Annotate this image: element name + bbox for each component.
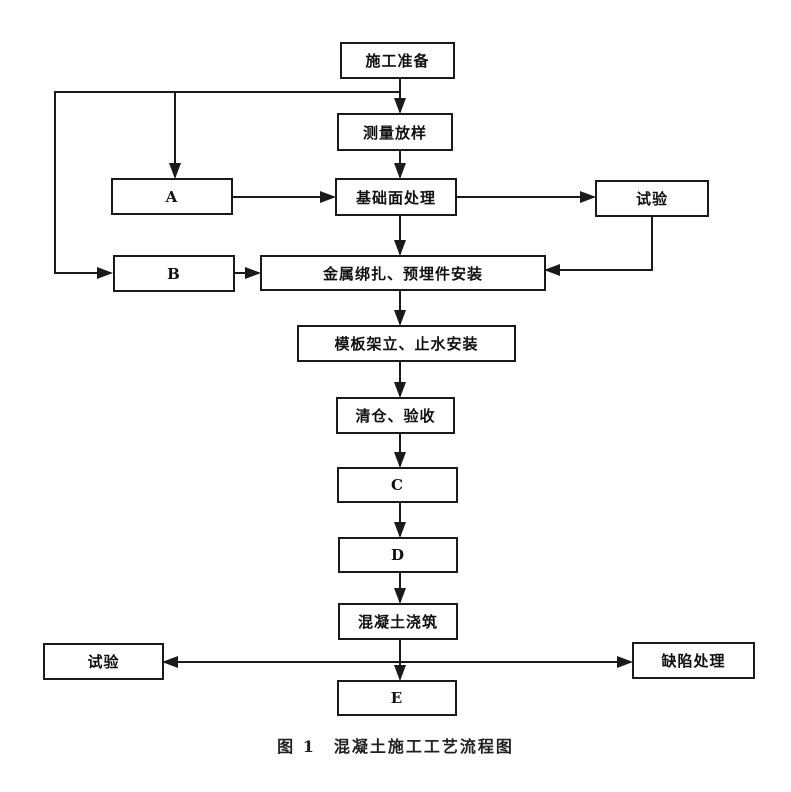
- arrow-test-rebar: [544, 217, 653, 276]
- line-branch-left: [54, 91, 400, 279]
- node-b: B: [113, 255, 235, 292]
- node-defect: 缺陷处理: [632, 642, 755, 679]
- node-foundation: 基础面处理: [335, 178, 457, 216]
- figure-caption: 图 1 混凝土施工工艺流程图: [277, 737, 514, 756]
- node-formwork: 模板架立、止水安装: [297, 325, 516, 362]
- node-c: C: [337, 467, 458, 503]
- node-test-bottom: 试验: [43, 643, 164, 680]
- node-pouring: 混凝土浇筑: [338, 603, 458, 640]
- node-survey: 测量放样: [337, 113, 453, 151]
- node-a: A: [111, 178, 233, 215]
- node-cleaning: 清仓、验收: [336, 397, 455, 434]
- node-rebar: 金属绑扎、预埋件安装: [260, 255, 546, 291]
- node-prep: 施工准备: [340, 42, 455, 79]
- node-test-top: 试验: [595, 180, 709, 217]
- node-e: E: [337, 680, 457, 716]
- node-d: D: [338, 537, 458, 573]
